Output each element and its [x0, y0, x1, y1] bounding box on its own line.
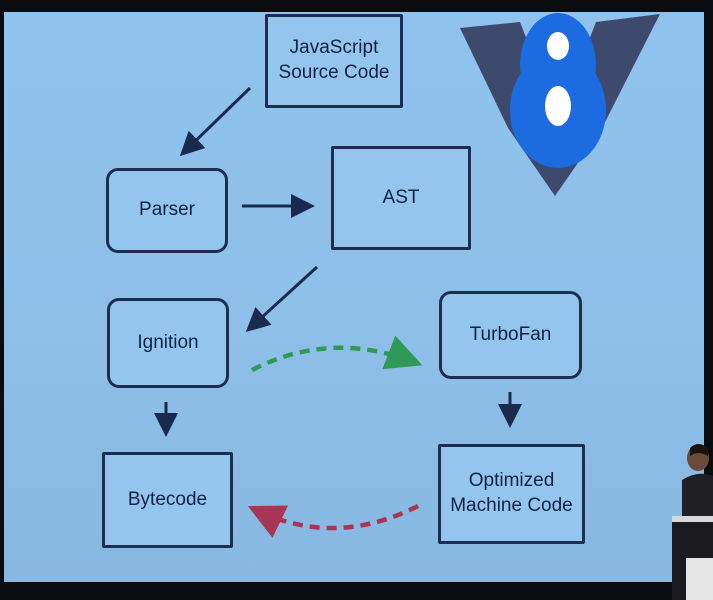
- arrow-deoptimize-dashed: [247, 503, 420, 538]
- arrow-optimize-dashed: [250, 335, 423, 373]
- node-machine-code: Optimized Machine Code: [438, 444, 585, 544]
- arrow-ast-to-ignition: [245, 265, 319, 333]
- node-ast: AST: [331, 146, 471, 250]
- speaker-silhouette: [672, 444, 713, 600]
- node-bytecode: Bytecode: [102, 452, 233, 548]
- arrow-source-to-parser: [179, 86, 252, 157]
- node-ignition: Ignition: [107, 298, 229, 388]
- node-parser: Parser: [106, 168, 228, 253]
- v8-chevron-shape: [460, 14, 660, 196]
- node-turbofan: TurboFan: [439, 291, 582, 379]
- node-source-code: JavaScript Source Code: [265, 14, 403, 108]
- v8-logo-icon: [460, 13, 660, 196]
